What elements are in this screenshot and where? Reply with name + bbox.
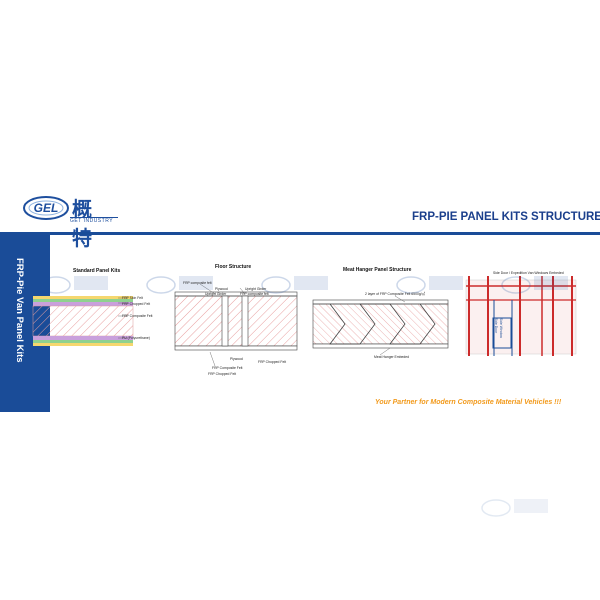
logo-text: GEL xyxy=(34,201,59,215)
side-door-diagram xyxy=(465,276,577,356)
gel-emblem-icon: GEL xyxy=(23,196,69,220)
logo-english-name: GET INDUSTRY xyxy=(70,217,118,224)
page-title: FRP-PIE PANEL KITS STRUCTURE xyxy=(412,211,600,223)
standard-label: PU (Polyurethane) xyxy=(122,336,150,340)
side-door-label: Side Door xyxy=(494,318,498,334)
meat-hanger-label: 2 layer of FRP Composite Felt 6500g/㎡ xyxy=(365,292,426,296)
floor-label: FRP composite felt xyxy=(240,292,269,296)
standard-label: FRP Chopped Felt xyxy=(122,302,151,306)
floor-label: FRP Chopped Felt xyxy=(258,360,287,364)
side-door-title: Side Door / Expedition Van Windows Embed… xyxy=(493,271,564,275)
standard-panel-title: Standard Panel Kits xyxy=(73,268,121,274)
standard-panel-diagram xyxy=(32,296,134,346)
header-divider xyxy=(0,232,600,235)
floor-label: FRP Chopped Felt xyxy=(208,372,237,376)
side-window-label: Side Window xyxy=(499,318,503,338)
standard-label: FRP Skin Felt xyxy=(122,296,143,300)
meat-hanger-label: Meat Hanger Embeded xyxy=(374,355,410,359)
floor-label: FRP composite felt xyxy=(183,281,212,285)
floor-structure-title: Floor Structure xyxy=(215,264,252,270)
meat-hanger-diagram xyxy=(312,295,449,356)
standard-label: FRP Composite Felt xyxy=(122,314,153,318)
meat-hanger-title: Meat Hanger Panel Structure xyxy=(343,267,412,273)
floor-structure-diagram xyxy=(174,283,298,367)
floor-label: Plywood xyxy=(230,357,243,361)
floor-label: Upright Girder xyxy=(245,287,267,291)
floor-label: Plywood xyxy=(215,287,228,291)
floor-label: Upright Girder xyxy=(205,292,227,296)
floor-label: FRP Composite Felt xyxy=(212,366,243,370)
tagline: Your Partner for Modern Composite Materi… xyxy=(375,399,562,406)
